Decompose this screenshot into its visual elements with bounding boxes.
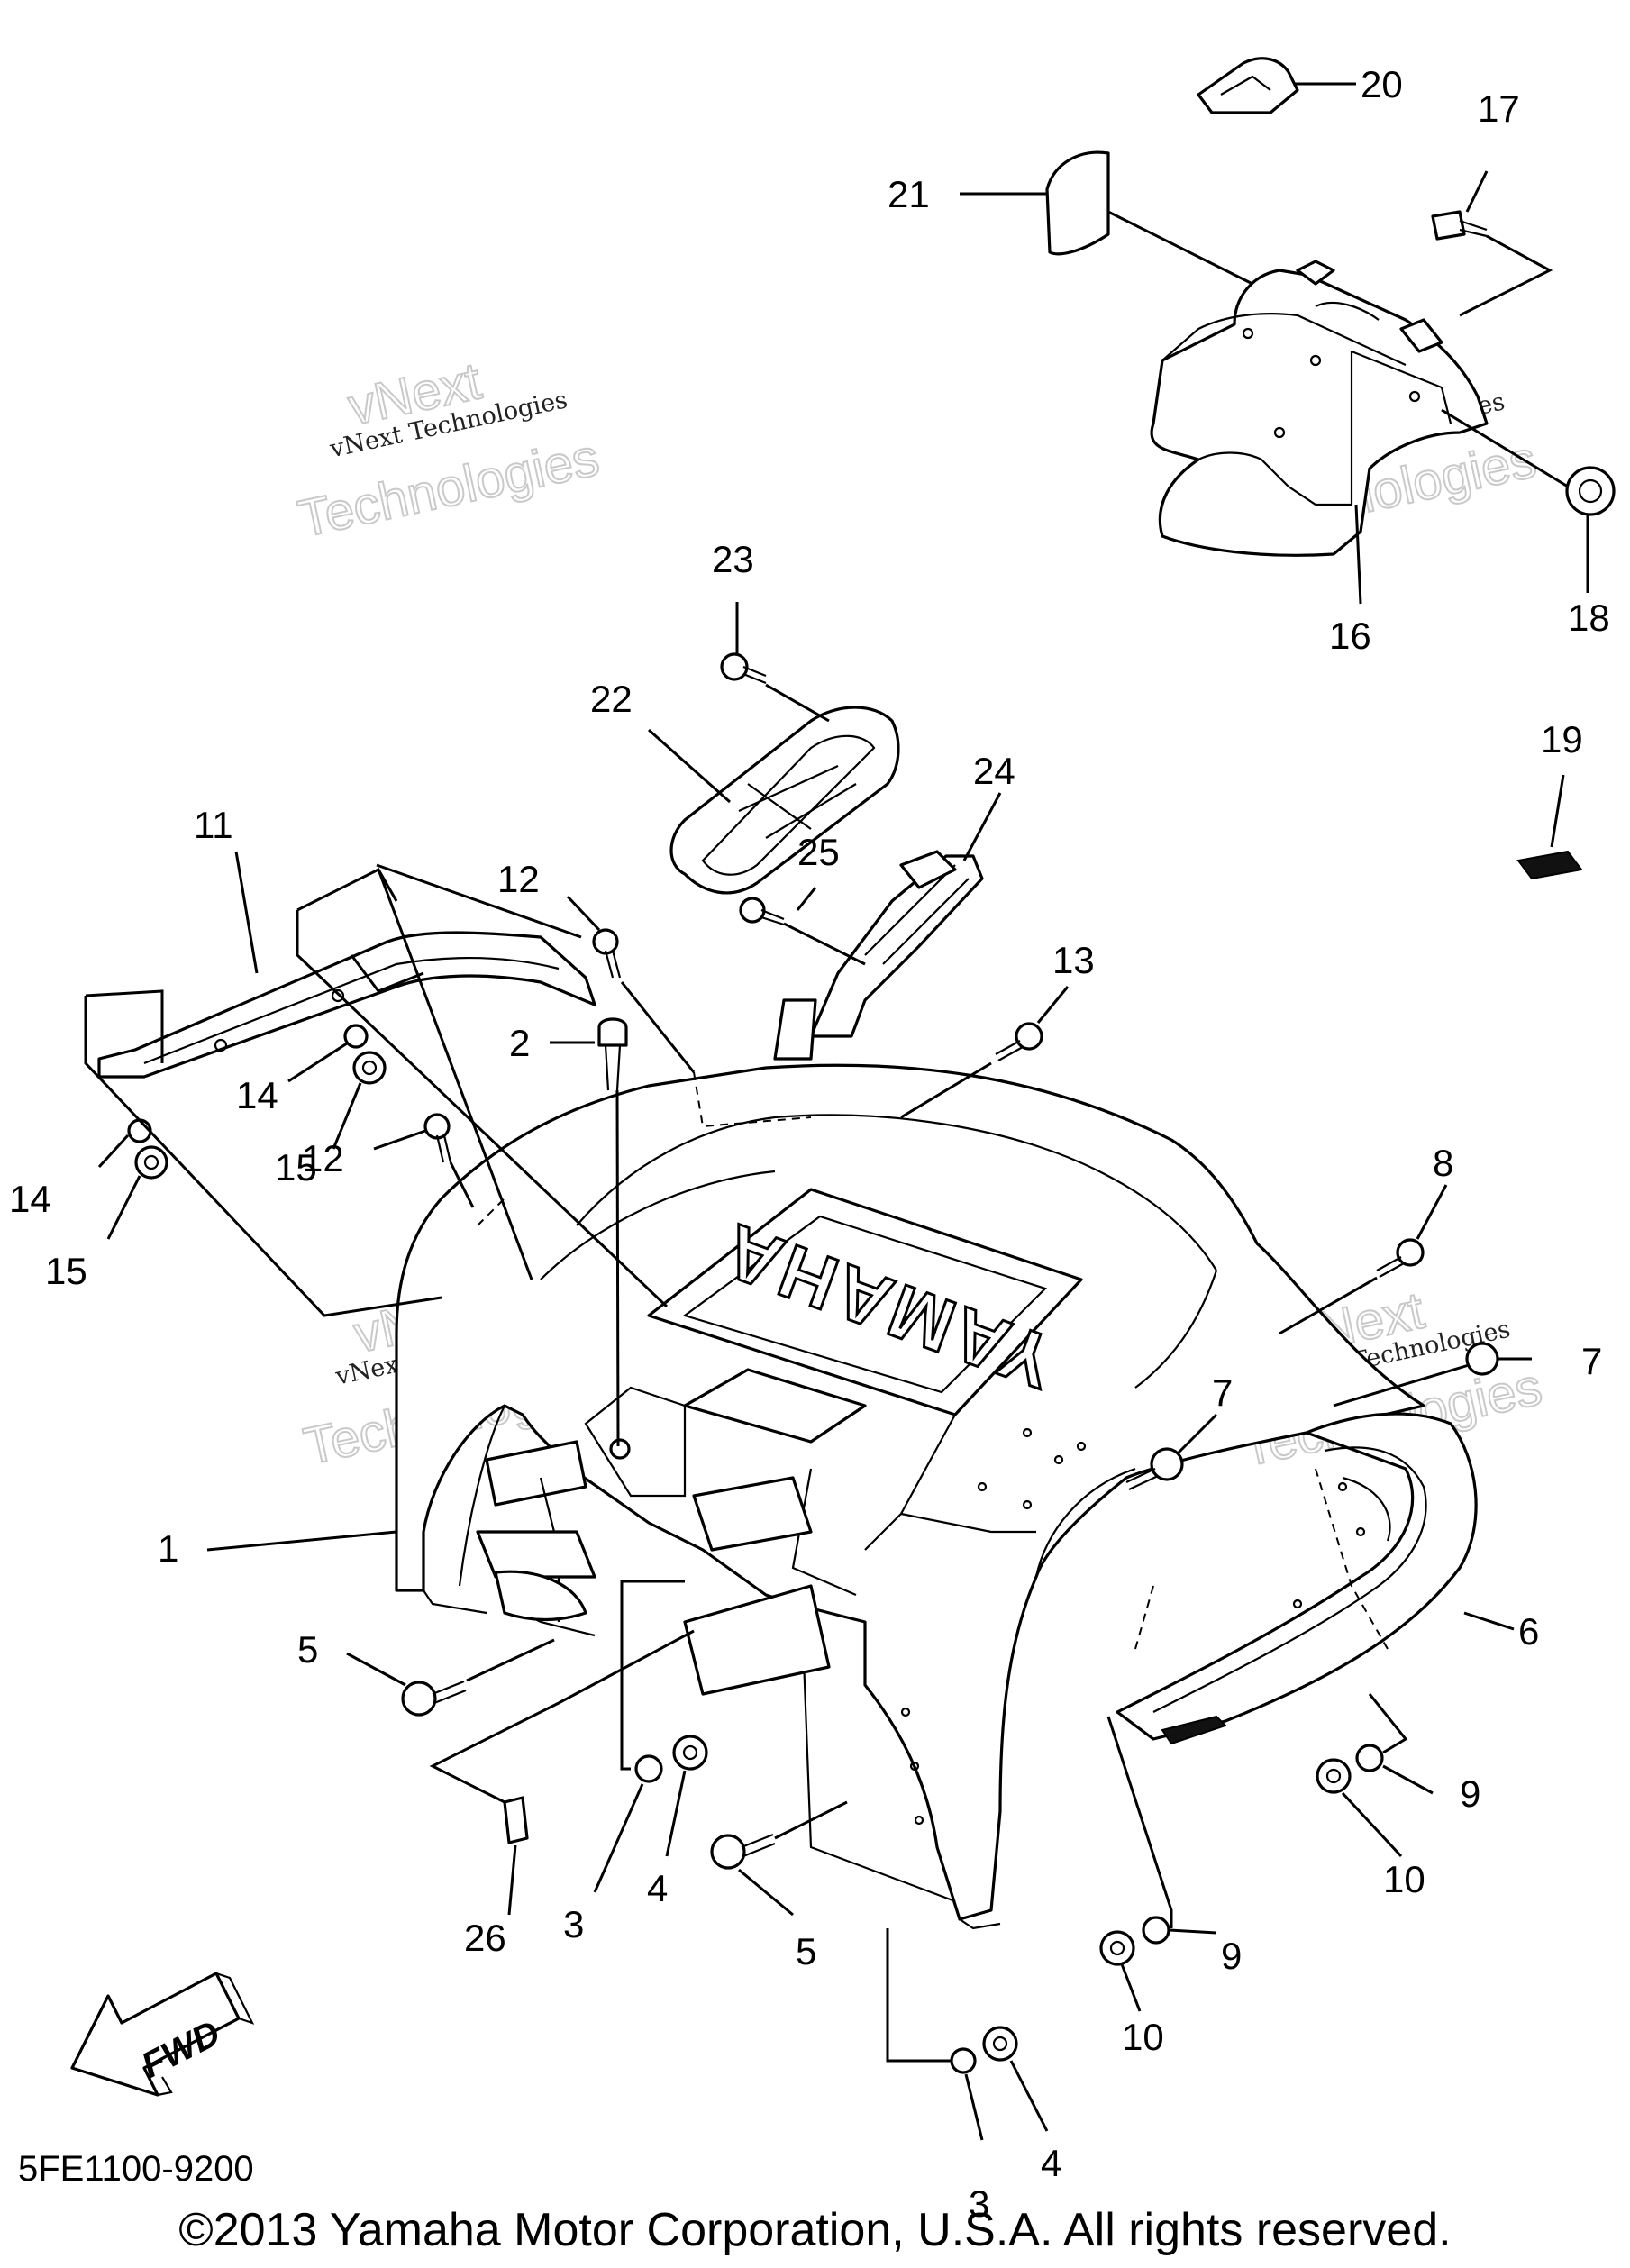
washer-3-bottom [950, 2047, 977, 2074]
storage-box [1150, 260, 1489, 557]
nut-4-left [672, 1735, 708, 1771]
nut-18 [1565, 466, 1616, 516]
callout-14-upper: 14 [236, 1074, 278, 1116]
callout-19: 19 [1541, 718, 1583, 761]
leader-lines [84, 82, 1589, 2141]
bolt-8 [1376, 1238, 1425, 1278]
callout-23: 23 [712, 538, 754, 580]
callout-4-bottom: 4 [1041, 2142, 1061, 2184]
callout-10-lower: 10 [1122, 2016, 1164, 2058]
bolt-12-upper [592, 928, 622, 979]
callout-15-upper: 15 [275, 1146, 317, 1189]
latch-24 [809, 854, 984, 1038]
bolt-5-left [401, 1680, 467, 1717]
callout-13: 13 [1052, 939, 1095, 981]
callout-5-left: 5 [297, 1628, 318, 1671]
washer-14-a [343, 1024, 369, 1049]
nut-15-a [352, 1051, 387, 1085]
callout-14-lower: 14 [9, 1178, 51, 1220]
callout-12-upper: 12 [497, 858, 540, 900]
callout-12-lower: 12 [302, 1137, 344, 1180]
bolt-17 [1431, 210, 1488, 241]
callout-25: 25 [797, 831, 840, 873]
label-21 [1045, 150, 1110, 256]
nut-4-bottom [982, 2026, 1018, 2062]
callout-17: 17 [1478, 87, 1520, 130]
callout-9-right: 9 [1460, 1772, 1480, 1815]
callout-22: 22 [590, 678, 633, 720]
bolt-23 [720, 652, 767, 685]
washer-3-left [634, 1754, 663, 1783]
label-26 [503, 1796, 529, 1844]
callout-5-center: 5 [796, 1930, 816, 1972]
bolt-5-center [710, 1833, 776, 1870]
nut-15-b [134, 1145, 168, 1180]
callout-21: 21 [888, 173, 930, 215]
callout-4-left: 4 [647, 1867, 668, 1909]
clip-20 [1197, 57, 1299, 114]
callout-8: 8 [1433, 1142, 1453, 1184]
callout-1: 1 [158, 1527, 178, 1570]
callout-10-right: 10 [1383, 1858, 1425, 1900]
washer-9-lower [1142, 1916, 1170, 1945]
lower-bracket-left [476, 1530, 831, 1696]
copyright-notice: ©2013 Yamaha Motor Corporation, U.S.A. A… [178, 2204, 1452, 2256]
callout-24: 24 [973, 750, 1015, 792]
nut-10-right [1316, 1758, 1352, 1794]
watermark-top-left: vNext Technologies vNext Technologies [293, 351, 606, 550]
callout-15-lower: 15 [45, 1250, 87, 1292]
callout-labels: 20 17 21 18 16 23 22 19 24 11 25 12 13 2… [9, 63, 1610, 2225]
washer-14-b [127, 1118, 152, 1143]
washer-9-right [1355, 1744, 1384, 1772]
callout-7-middle: 7 [1212, 1371, 1233, 1414]
bolt-7-middle [1125, 1447, 1184, 1490]
callout-7-right: 7 [1581, 1340, 1602, 1382]
callout-6: 6 [1518, 1610, 1539, 1653]
forward-direction-arrow: FWD [70, 1972, 255, 2097]
callout-9-lower: 9 [1221, 1935, 1242, 1977]
rear-guard [1116, 1412, 1478, 1745]
bolt-2 [597, 1017, 628, 1091]
bolt-13 [995, 1022, 1043, 1061]
callout-2: 2 [509, 1022, 530, 1064]
callout-11: 11 [194, 804, 233, 846]
callout-16: 16 [1329, 615, 1371, 657]
bolt-25 [739, 897, 785, 926]
callout-3-bottom: 3 [969, 2182, 989, 2225]
callout-26: 26 [464, 1917, 506, 1959]
callout-3-left: 3 [563, 1903, 584, 1945]
nut-10-lower [1099, 1930, 1135, 1966]
pad-19 [1516, 850, 1583, 880]
callout-20: 20 [1361, 63, 1403, 105]
bolt-12-lower [423, 1113, 452, 1163]
diagram-code: 5FE1100-9200 [18, 2149, 254, 2189]
callout-18: 18 [1568, 597, 1610, 639]
bolt-7-right [1465, 1342, 1499, 1376]
cover-plate-22 [669, 706, 900, 895]
